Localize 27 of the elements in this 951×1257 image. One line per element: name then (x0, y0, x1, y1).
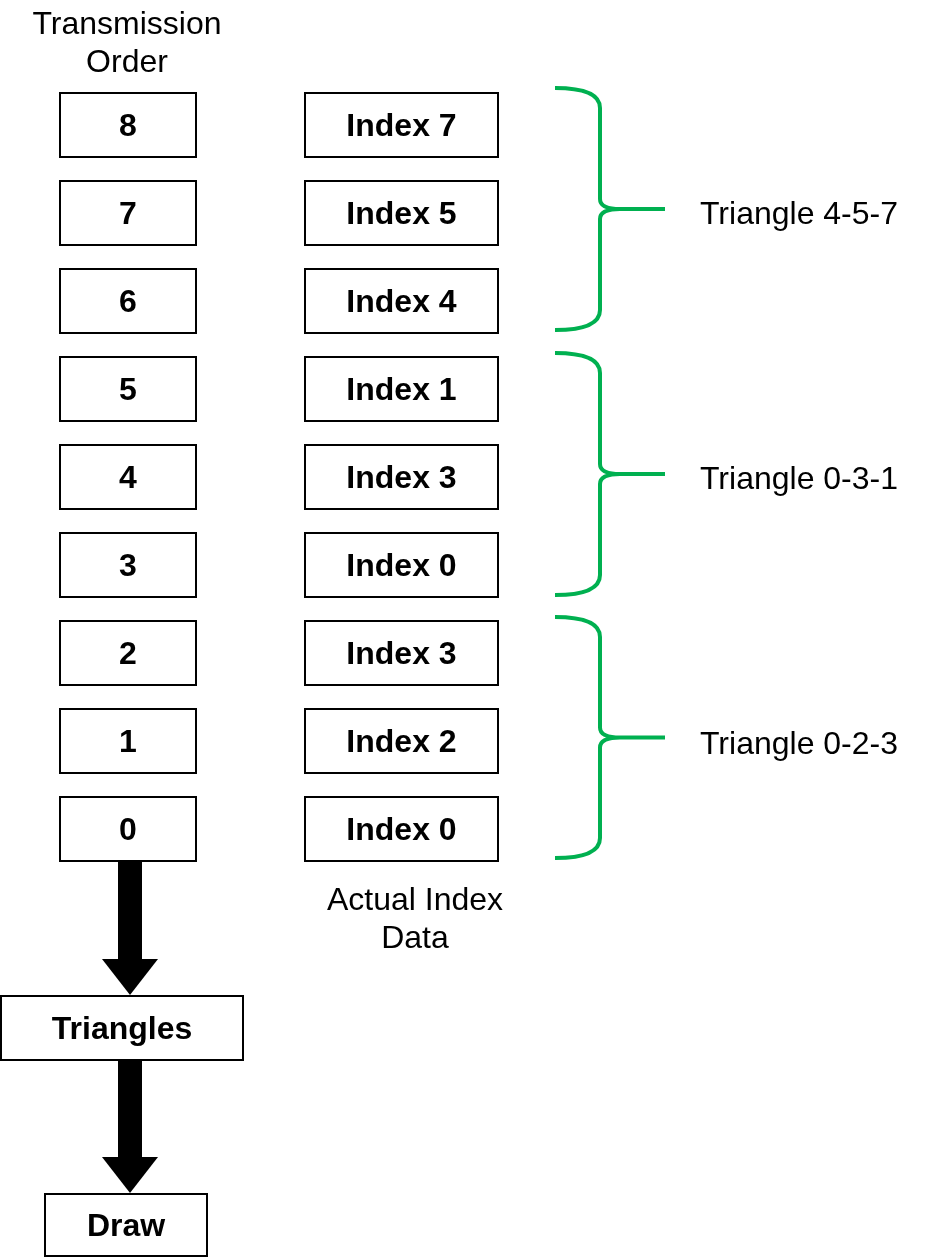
process-box: Triangles (0, 995, 244, 1061)
index-box: Index 2 (304, 708, 499, 774)
order-box: 2 (59, 620, 197, 686)
index-box: Index 5 (304, 180, 499, 246)
group-label: Triangle 4-5-7 (700, 194, 899, 232)
group-label: Triangle 0-2-3 (700, 724, 899, 762)
index-box: Index 7 (304, 92, 499, 158)
order-box: 4 (59, 444, 197, 510)
order-box: 5 (59, 356, 197, 422)
index-box: Index 0 (304, 532, 499, 598)
order-box: 3 (59, 532, 197, 598)
column-heading: Transmission Order (31, 4, 223, 80)
process-box: Draw (44, 1193, 208, 1257)
arrow (102, 1061, 158, 1193)
index-box: Index 3 (304, 444, 499, 510)
order-box: 8 (59, 92, 197, 158)
index-box: Index 3 (304, 620, 499, 686)
order-box: 1 (59, 708, 197, 774)
order-box: 0 (59, 796, 197, 862)
index-box: Index 0 (304, 796, 499, 862)
index-box: Index 4 (304, 268, 499, 334)
arrow (102, 862, 158, 995)
group-label: Triangle 0-3-1 (700, 459, 899, 497)
column-heading: Actual Index Data (325, 880, 505, 956)
order-box: 6 (59, 268, 197, 334)
order-box: 7 (59, 180, 197, 246)
index-box: Index 1 (304, 356, 499, 422)
